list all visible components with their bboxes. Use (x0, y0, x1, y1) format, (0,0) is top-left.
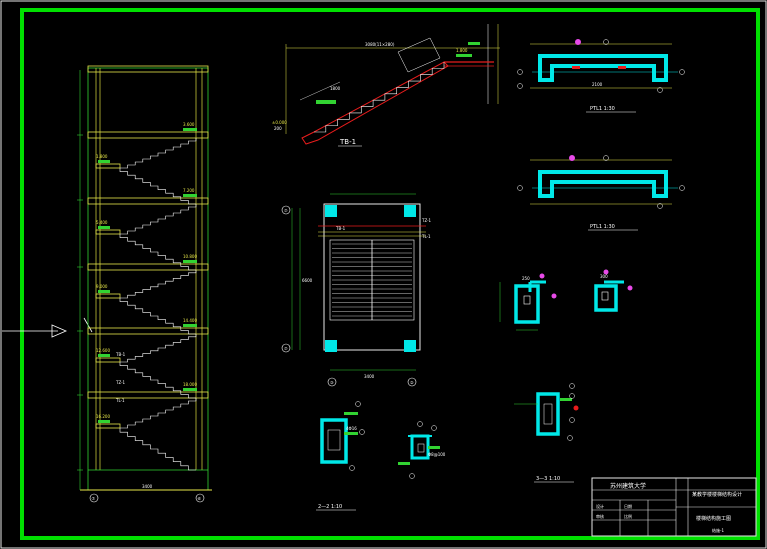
stair-section-title: TB-1 (339, 138, 356, 146)
section-2-title: 2—2 1:10 (318, 504, 342, 510)
title-block-sheet: 结施-1 (712, 527, 724, 533)
stair-elevation: 1.800 5.400 9.000 12.600 16.200 3.600 7.… (77, 65, 212, 503)
elevation-level-right-2: 7.200 (183, 188, 195, 193)
elevation-level-left-5: 16.200 (96, 414, 110, 419)
column-sections: 250 300 4Φ16 2—2 1:10 Φ8@100 (316, 269, 633, 511)
col-a-label: 250 (522, 276, 530, 281)
plan-tag-tb: TB-1 (335, 226, 346, 231)
elevation-level-left-1: 1.800 (96, 154, 108, 159)
title-block-project: 某教学楼楼梯结构设计 (692, 491, 742, 498)
plan-dim-bottom: 3400 (364, 374, 375, 379)
stair-flight (120, 204, 197, 235)
beam-section-ptl1-top: 2100 PTL1 1:30 (517, 39, 685, 113)
title-block-school: 苏州建筑大学 (610, 482, 646, 490)
col-b-label: 300 (600, 274, 608, 279)
stair-section-level-top: 1.800 (456, 48, 468, 53)
elevation-level-right-5: 18.000 (183, 382, 197, 387)
beam-1-dim: 2100 (592, 82, 603, 87)
elevation-level-left-2: 5.400 (96, 220, 108, 225)
plan-axis-num-left: ③ (330, 380, 334, 385)
section-3-title: 3—3 1:10 (536, 476, 560, 482)
title-block: 苏州建筑大学 某教学楼楼梯结构设计 楼梯结构施工图 设计 审核 日期 比例 结施… (591, 477, 757, 537)
elevation-level-right-3: 10.800 (183, 254, 197, 259)
drawing-border (20, 8, 760, 540)
title-block-row-3: 日期 (624, 503, 632, 509)
stair-flight (119, 362, 196, 399)
stair-section-dim-1: 200 (274, 126, 282, 131)
stair-section-level-bottom: ±0.000 (272, 120, 287, 125)
stair-section-dim-2: 1800 (330, 86, 341, 91)
stair-flight (119, 234, 196, 271)
stair-flight (314, 62, 445, 133)
plan-axis-num-right: ② (410, 380, 414, 385)
stair-flight (120, 334, 197, 363)
section-small-label: Φ8@100 (428, 452, 446, 457)
elevation-bottom-dim: 3400 (142, 484, 153, 489)
stair-section-tb1: 3080(11×280) 1.800 ±0.000 200 1800 TB-1 (272, 24, 500, 147)
elevation-level-right-1: 3.600 (183, 122, 195, 127)
stair-flight (120, 398, 197, 429)
elevation-level-left-3: 9.000 (96, 284, 108, 289)
title-block-drawing-name: 楼梯结构施工图 (696, 515, 731, 522)
elevation-tag-tz: TZ-1 (115, 380, 126, 385)
elevation-tag-tb: TB-1 (115, 352, 126, 357)
title-block-row-1: 设计 (596, 503, 604, 509)
stair-plan: ⑦ ⑦ ③ ② 3400 6600 TZ-1 TL-1 TB-1 (281, 193, 432, 387)
section-arrow (2, 317, 93, 338)
elevation-tag-tl: TL-1 (115, 398, 125, 403)
title-block-row-4: 比例 (624, 513, 632, 519)
stair-section-top-dim: 3080(11×280) (365, 42, 395, 47)
elevation-level-right-4: 14.400 (183, 318, 197, 323)
elevation-axis-left: ⑦ (92, 496, 96, 501)
plan-axis-top: ⑦ (284, 208, 288, 213)
plan-axis-bottom: ⑦ (284, 346, 288, 351)
beam-section-ptl1-bottom: PTL1 1:30 (517, 155, 685, 231)
beam-1-title: PTL1 1:30 (590, 106, 615, 112)
stair-flight (119, 428, 196, 471)
section-2-label: 4Φ16 (346, 426, 357, 431)
plan-dim-side: 6600 (302, 278, 313, 283)
beam-2-title: PTL1 1:30 (590, 224, 615, 230)
stair-flight (120, 270, 197, 299)
plan-tag-tz: TZ-1 (421, 218, 432, 223)
title-block-row-2: 审核 (596, 513, 604, 519)
elevation-axis-right: ⑥ (198, 496, 202, 501)
plan-tag-tl: TL-1 (421, 234, 431, 239)
stair-flight (119, 168, 196, 205)
stair-flight (119, 298, 196, 335)
stair-flight (120, 138, 197, 169)
elevation-level-left-4: 12.600 (96, 348, 110, 353)
